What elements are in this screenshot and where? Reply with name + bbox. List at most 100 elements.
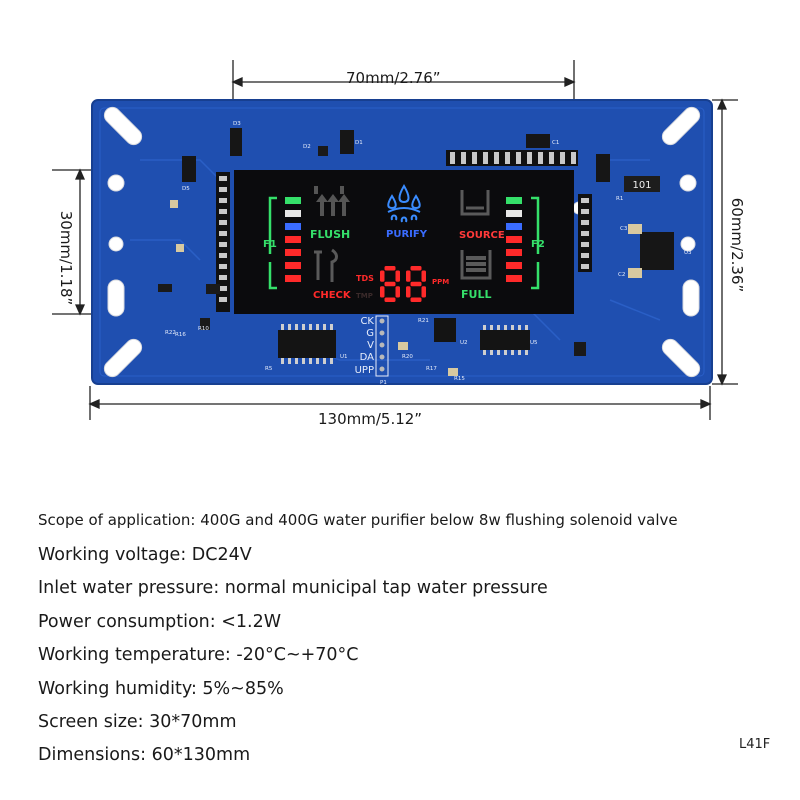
level-bar-left: [285, 275, 301, 282]
spec-voltage: Working voltage: DC24V: [38, 545, 252, 565]
digit-segment: [380, 270, 385, 282]
chip-leg: [316, 358, 319, 364]
lcd-display: F1 F2 FLUSH PURIFY SOURCE: [234, 170, 574, 314]
silk-d3: D3: [233, 121, 241, 127]
chip-leg: [504, 325, 507, 330]
header-pin: [538, 152, 543, 164]
header-pin: [219, 253, 227, 258]
check-icon: [314, 248, 338, 282]
chip-leg: [323, 358, 326, 364]
header-pin: [219, 209, 227, 214]
level-bar-left: [285, 210, 301, 217]
silk-r1: R1: [616, 196, 623, 202]
silk-c2: C2: [618, 272, 625, 278]
header-pin: [461, 152, 466, 164]
spec-scope: Scope of application: 400G and 400G wate…: [38, 511, 678, 529]
digit-segment: [410, 281, 422, 287]
chip-leg: [490, 325, 493, 330]
chip-leg: [309, 324, 312, 330]
chip-leg: [483, 350, 486, 355]
header-pin: [219, 242, 227, 247]
chip-leg: [281, 324, 284, 330]
spec-pressure: Inlet water pressure: normal municipal t…: [38, 578, 548, 599]
level-bar-left: [285, 197, 301, 204]
purify-icon: [387, 184, 421, 223]
chip-leg: [511, 325, 514, 330]
label-f2: F2: [531, 239, 545, 250]
header-pin: [219, 275, 227, 280]
chip-leg: [483, 325, 486, 330]
digit-segment: [406, 270, 411, 282]
silk-u5: U5: [530, 340, 538, 346]
chip-leg: [497, 325, 500, 330]
digit-segment: [406, 286, 411, 298]
digit-segment: [395, 286, 400, 298]
header-pin: [505, 152, 510, 164]
label-source: SOURCE: [459, 230, 505, 241]
pin-label-g: G: [366, 328, 374, 339]
header-pin: [581, 253, 589, 258]
seven-segment-readout: [380, 266, 426, 302]
chip-leg: [323, 324, 326, 330]
digit-segment: [410, 297, 422, 302]
header-pin: [581, 209, 589, 214]
digit-segment: [384, 281, 396, 287]
level-bars-left: [285, 197, 301, 282]
spec-screen-size: Screen size: 30*70mm: [38, 711, 237, 732]
chip-leg: [518, 350, 521, 355]
chip-leg: [295, 358, 298, 364]
chip-leg: [518, 325, 521, 330]
silk-r21: R21: [418, 318, 429, 324]
silk-u2: U2: [460, 340, 468, 346]
source-icon: [460, 190, 490, 216]
digit-segment: [380, 286, 385, 298]
header-pin: [560, 152, 565, 164]
dimension-display-height: 30mm/1.18”: [57, 210, 75, 306]
silk-r15: R15: [454, 376, 465, 382]
level-bar-right: [506, 223, 522, 230]
silk-d1: D1: [355, 140, 363, 146]
digit-segment: [421, 270, 426, 282]
silk-r22: R22: [165, 330, 176, 336]
header-pin: [483, 152, 488, 164]
chip-leg: [330, 324, 333, 330]
dimension-lines: [52, 60, 738, 420]
chip-leg: [302, 324, 305, 330]
spec-list: Scope of application: 400G and 400G wate…: [38, 506, 678, 773]
silk-p1: P1: [380, 380, 387, 386]
spec-temperature: Working temperature: -20°C~+70°C: [38, 645, 359, 666]
header-pin: [219, 220, 227, 225]
chip-leg: [309, 358, 312, 364]
level-bars-right: [506, 197, 522, 282]
chip-leg: [295, 324, 298, 330]
label-f1: F1: [263, 239, 277, 250]
header-pin: [219, 187, 227, 192]
silk-u1: U1: [340, 354, 348, 360]
level-bar-left: [285, 262, 301, 269]
header-pin: [219, 264, 227, 269]
chip-leg: [281, 358, 284, 364]
header-pin: [219, 231, 227, 236]
header-pin: [549, 152, 554, 164]
controller-board-photo: 101 D3 D1 D2 D5 C1 C3 C2 R1 U3 U1 U2 U5 …: [52, 60, 738, 420]
dimension-board-length: 130mm/5.12”: [318, 410, 423, 428]
header-pin: [527, 152, 532, 164]
product-code: L41F: [739, 737, 771, 752]
silk-r20: R20: [402, 354, 413, 360]
digit-segment: [410, 266, 422, 271]
label-check: CHECK: [313, 290, 352, 301]
header-pin: [219, 176, 227, 181]
level-bar-right: [506, 249, 522, 256]
silk-r17: R17: [426, 366, 437, 372]
digit-segment: [384, 297, 396, 302]
pin-label-ck: CK: [360, 316, 374, 327]
silk-d2: D2: [303, 144, 311, 150]
spec-dimensions: Dimensions: 60*130mm: [38, 745, 251, 766]
pin-label-da: DA: [360, 352, 375, 363]
header-pin: [581, 264, 589, 269]
header-pin: [472, 152, 477, 164]
digit-segment: [421, 286, 426, 298]
chip-leg: [525, 350, 528, 355]
header-pin: [219, 297, 227, 302]
level-bar-left: [285, 223, 301, 230]
